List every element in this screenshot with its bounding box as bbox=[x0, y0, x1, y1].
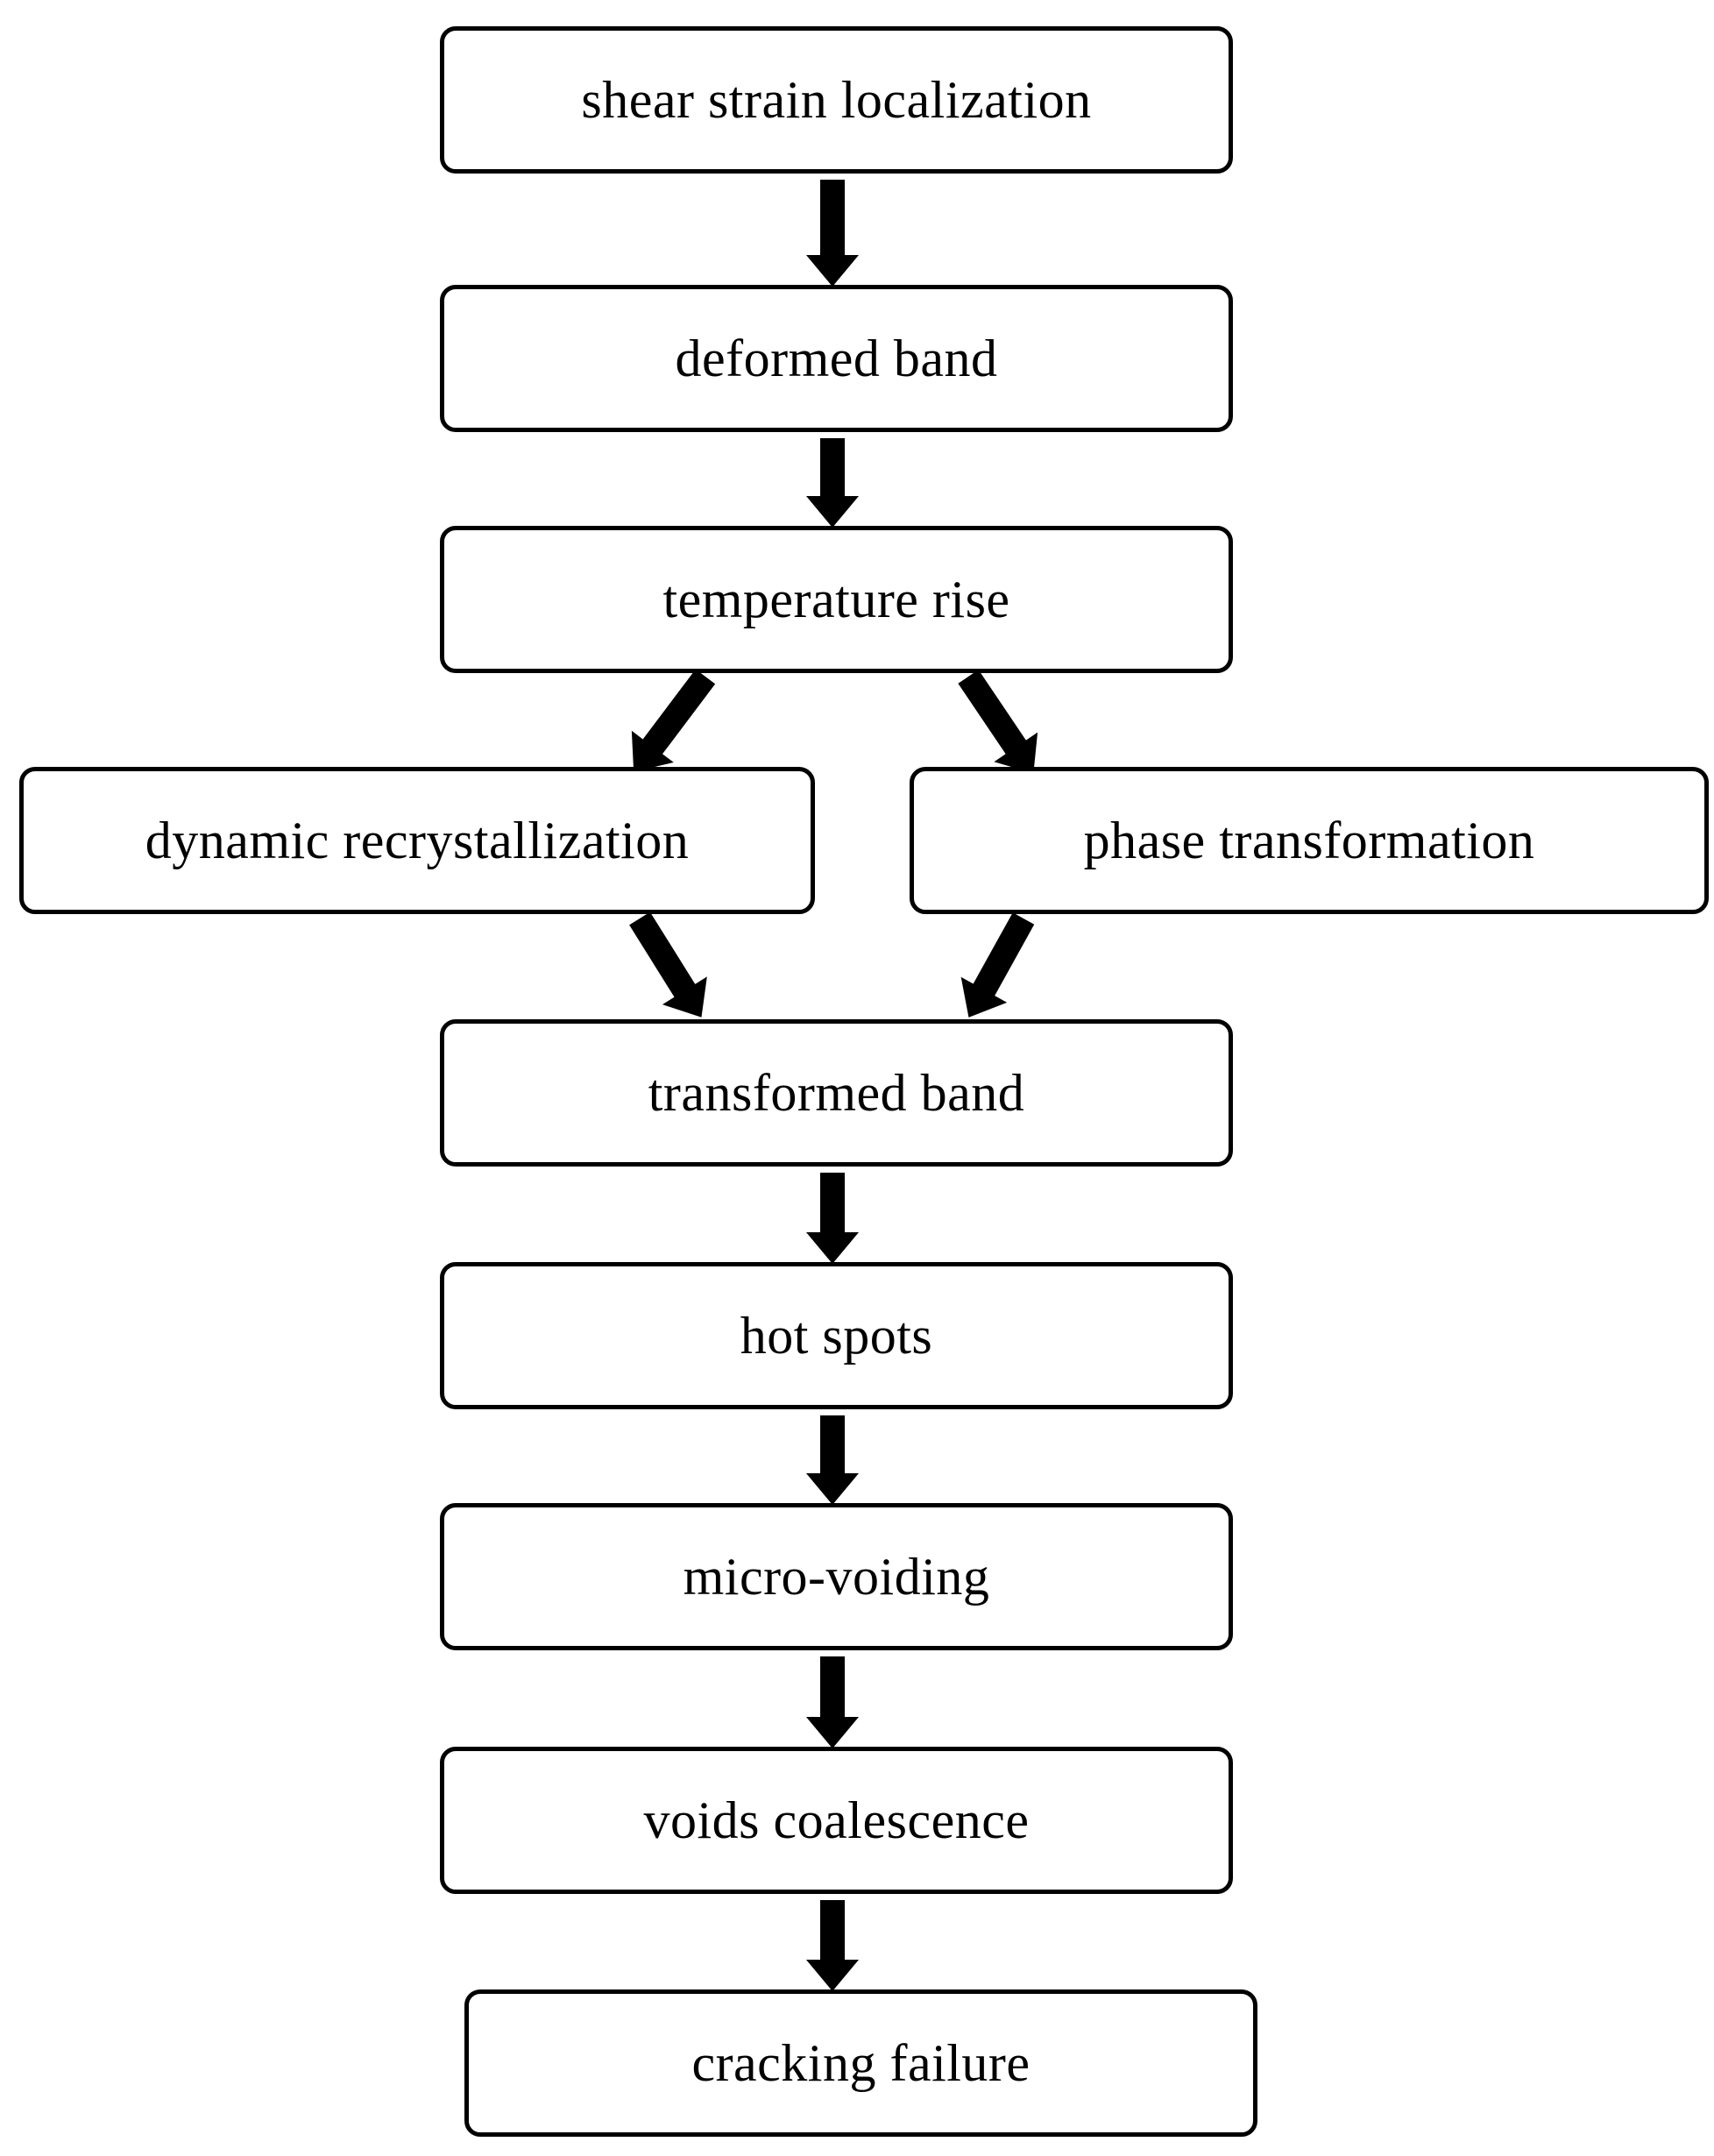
node-shear-strain-localization: shear strain localization bbox=[440, 26, 1233, 174]
node-label-deformed-band: deformed band bbox=[675, 330, 998, 387]
node-deformed-band: deformed band bbox=[440, 285, 1233, 432]
node-cracking-failure: cracking failure bbox=[464, 1989, 1257, 2137]
node-label-transformed-band: transformed band bbox=[648, 1064, 1025, 1122]
arrow-phase-transformation-to-transformed-band bbox=[960, 912, 1035, 1018]
arrow-deformed-band-to-temperature-rise bbox=[806, 438, 859, 528]
node-label-micro-voiding: micro-voiding bbox=[683, 1548, 990, 1606]
arrow-dynamic-recrystallization-to-transformed-band bbox=[629, 911, 707, 1018]
node-temperature-rise: temperature rise bbox=[440, 526, 1233, 673]
node-label-hot-spots: hot spots bbox=[740, 1307, 933, 1365]
arrow-shear-strain-localization-to-deformed-band bbox=[806, 180, 859, 287]
node-phase-transformation: phase transformation bbox=[910, 767, 1709, 914]
node-label-cracking-failure: cracking failure bbox=[691, 2034, 1031, 2092]
node-label-voids-coalescence: voids coalescence bbox=[643, 1791, 1030, 1849]
node-label-dynamic-recrystallization: dynamic recrystallization bbox=[145, 812, 690, 869]
arrow-temperature-rise-to-phase-transformation bbox=[958, 670, 1038, 774]
node-hot-spots: hot spots bbox=[440, 1262, 1233, 1409]
arrow-transformed-band-to-hot-spots bbox=[806, 1173, 859, 1264]
arrow-temperature-rise-to-dynamic-recrystallization bbox=[631, 669, 716, 772]
arrow-voids-coalescence-to-cracking-failure bbox=[806, 1900, 859, 1991]
arrow-micro-voiding-to-voids-coalescence bbox=[806, 1656, 859, 1748]
node-label-shear-strain-localization: shear strain localization bbox=[581, 71, 1092, 129]
node-label-phase-transformation: phase transformation bbox=[1083, 812, 1535, 869]
node-micro-voiding: micro-voiding bbox=[440, 1503, 1233, 1650]
node-label-temperature-rise: temperature rise bbox=[662, 571, 1010, 628]
arrow-hot-spots-to-micro-voiding bbox=[806, 1415, 859, 1505]
node-transformed-band: transformed band bbox=[440, 1019, 1233, 1167]
node-voids-coalescence: voids coalescence bbox=[440, 1747, 1233, 1894]
node-dynamic-recrystallization: dynamic recrystallization bbox=[19, 767, 815, 914]
